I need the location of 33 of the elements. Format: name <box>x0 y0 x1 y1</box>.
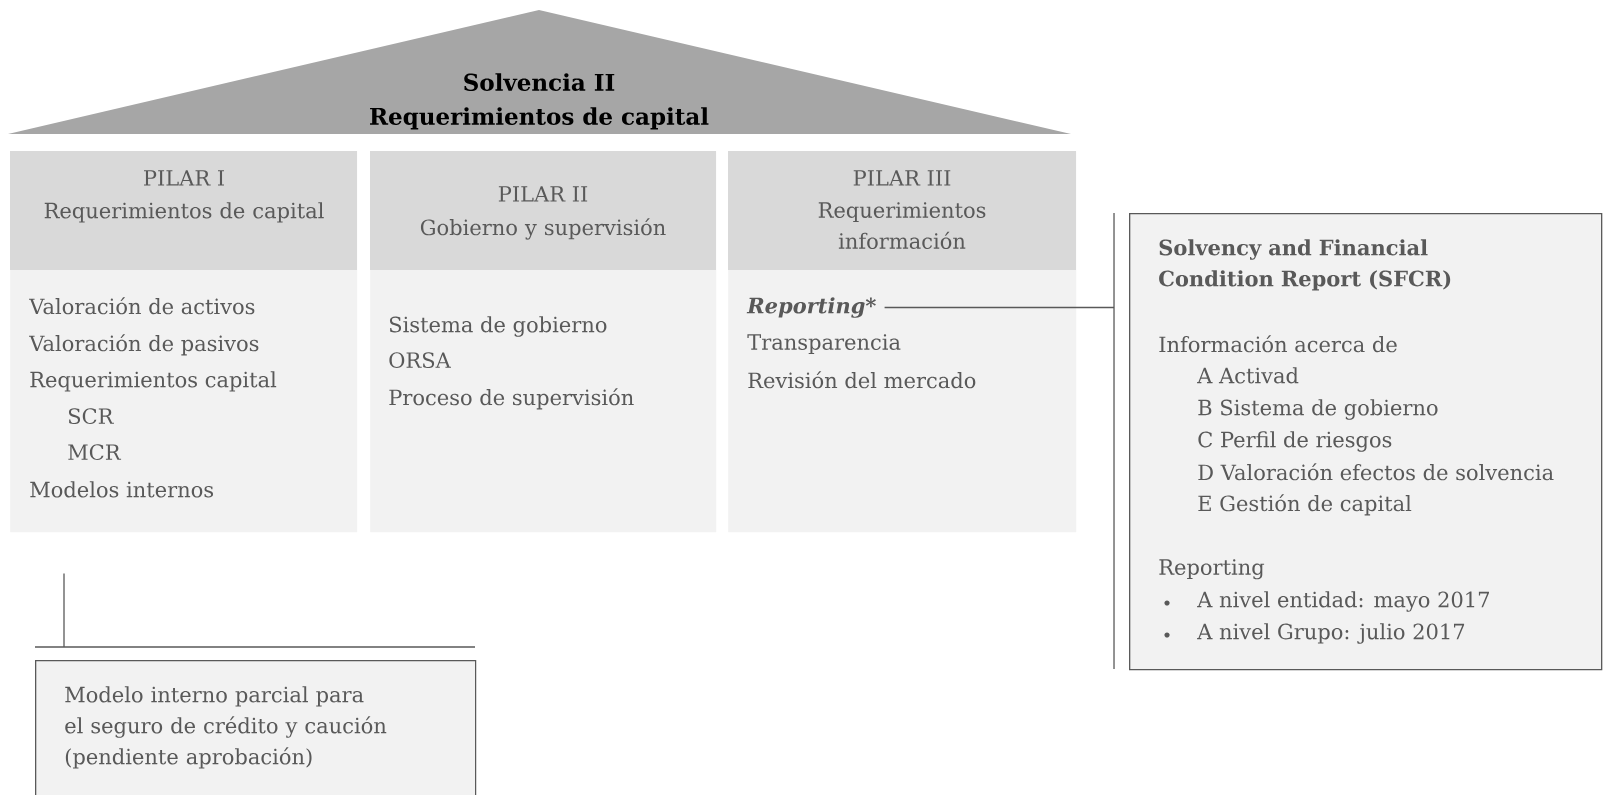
text-line: Información acerca de <box>1159 335 1397 353</box>
list-item: E Gestión de capital <box>1198 494 1412 516</box>
pillar-label: PILAR II <box>498 186 588 202</box>
leader-line <box>883 306 1115 309</box>
list-item: Valoración de pasivos <box>29 334 259 356</box>
bullet-item: A nivel Grupo: julio 2017 <box>1197 623 1465 644</box>
pillar-title: Gobierno y supervisión <box>420 218 666 240</box>
list-item: Valoración de activos <box>29 297 255 315</box>
pillar-title: Requerimientos información <box>818 202 986 249</box>
leader-line <box>63 572 65 648</box>
bullet-item: A nivel entidad: mayo 2017 <box>1197 591 1489 612</box>
list-item: Proceso de supervisión <box>389 388 634 410</box>
list-item: C Perfil de riesgos <box>1198 431 1392 452</box>
title: Solvencia II <box>464 73 615 91</box>
pillar-label: PILAR I <box>144 170 224 186</box>
title: Requerimientos de capital <box>370 107 709 130</box>
list-item: MCR <box>68 444 122 461</box>
list-item: Sistema de gobierno <box>389 316 607 337</box>
list-item: Transparencia <box>747 334 901 355</box>
list-item: ORSA <box>389 352 451 369</box>
list-item: Requerimientos capital <box>30 371 277 392</box>
list-item: SCR <box>68 408 114 425</box>
panel-text: Modelo interno parcial para el seguro de crédito y caución (pendiente aprobación) <box>65 686 387 769</box>
pillar-label: PILAR III <box>853 170 951 186</box>
list-item: D Valoración efectos de solvencia <box>1198 463 1554 481</box>
list-item: A Activad <box>1197 367 1299 384</box>
list-item: Revisión del mercado <box>748 371 976 389</box>
text-line: Reporting <box>1159 559 1265 580</box>
pillar-title: Requerimientos de capital <box>44 202 324 223</box>
panel-heading: Solvency and Financial Condition Report (SFCR) <box>1159 239 1451 291</box>
list-item: B Sistema de gobierno <box>1198 399 1438 420</box>
list-item: Reporting* <box>746 297 876 318</box>
list-item: Modelos internos <box>30 481 214 498</box>
